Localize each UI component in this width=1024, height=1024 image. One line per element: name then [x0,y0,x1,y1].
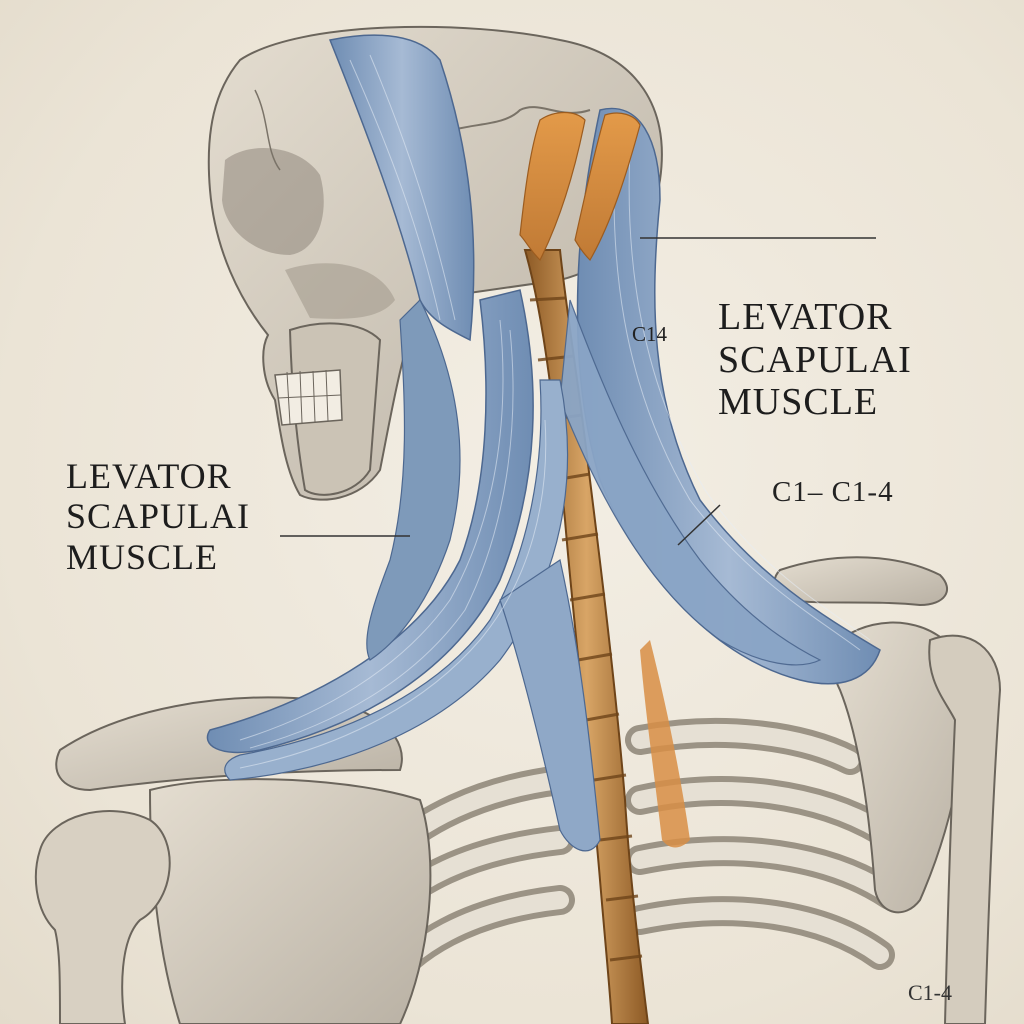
vertebra-tag-c14: C14 [632,322,668,346]
label-levator-scapulae-left: LEVATOR SCAPULAI MUSCLE [66,456,250,577]
label-right-line1: LEVATOR [718,296,893,338]
vertebra-range-bottom: C1-4 [908,980,952,1005]
shoulder-bones [34,556,1002,1024]
leader-line-right [677,504,721,546]
label-left-line2: SCAPULAI [66,496,251,537]
label-levator-scapulae-right: LEVATOR SCAPULAI MUSCLE [718,296,912,424]
neck-muscles [206,34,881,852]
vertebra-range-right: C1– C1-4 [772,476,894,508]
label-left-line3: MUSCLE [66,536,219,577]
label-leader-lines [280,237,876,546]
label-right-line3: MUSCLE [718,381,879,424]
label-right-line2: SCAPULAI [718,338,912,381]
label-left-line1: LEVATOR [66,456,232,496]
